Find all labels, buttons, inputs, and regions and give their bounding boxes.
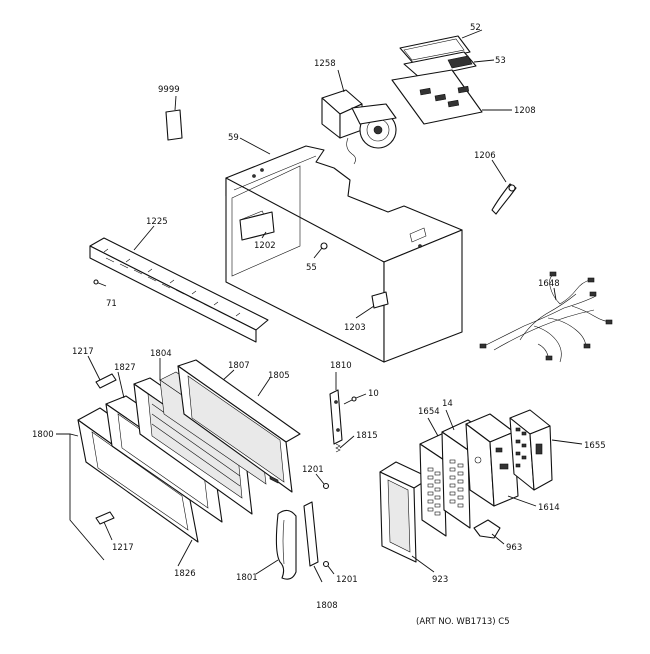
leader-1800-brace bbox=[69, 434, 105, 561]
leader-1217-bottom bbox=[103, 521, 113, 541]
leader-923 bbox=[411, 555, 435, 573]
callout-71: 71 bbox=[106, 299, 117, 309]
callout-53: 53 bbox=[495, 56, 506, 66]
leader-1206 bbox=[491, 159, 507, 183]
leader-1808 bbox=[313, 565, 323, 583]
leader-1258 bbox=[337, 69, 345, 93]
part-9999-label bbox=[165, 109, 183, 141]
leader-1654 bbox=[427, 417, 439, 437]
part-1808-handle-bracket bbox=[303, 501, 319, 567]
part-1225-vent-grille bbox=[89, 237, 269, 343]
callout-14: 14 bbox=[442, 399, 453, 409]
callout-1217-bottom: 1217 bbox=[112, 543, 134, 553]
leader-1805 bbox=[257, 377, 271, 397]
callout-1648: 1648 bbox=[538, 279, 560, 289]
leader-1800 bbox=[56, 433, 79, 437]
board-components bbox=[515, 427, 543, 468]
callout-1225: 1225 bbox=[146, 217, 168, 227]
part-1217-hinge-top bbox=[95, 373, 117, 389]
panel-buttons bbox=[449, 459, 464, 508]
callout-1801: 1801 bbox=[236, 573, 258, 583]
callout-1217-top: 1217 bbox=[72, 347, 94, 357]
part-1201-screw-top bbox=[322, 482, 330, 490]
leader-59 bbox=[239, 137, 271, 155]
callout-1208: 1208 bbox=[514, 106, 536, 116]
part-1805-door-frame bbox=[177, 359, 301, 493]
callout-1805: 1805 bbox=[268, 371, 290, 381]
leader-1225 bbox=[133, 225, 155, 251]
leader-1614 bbox=[507, 495, 537, 507]
callout-1804: 1804 bbox=[150, 349, 172, 359]
leader-1827 bbox=[117, 371, 125, 399]
callout-labels: 52 53 1258 1208 9999 59 1206 1225 1202 5… bbox=[32, 23, 606, 627]
leader-10 bbox=[355, 393, 367, 399]
part-52-cover-plate bbox=[399, 35, 471, 65]
callout-1655: 1655 bbox=[584, 441, 606, 451]
callout-59: 59 bbox=[228, 133, 239, 143]
leader-1648 bbox=[553, 287, 557, 301]
part-963-clip bbox=[473, 519, 501, 539]
part-1208-vent-plate bbox=[391, 69, 483, 125]
leader-1815 bbox=[339, 435, 355, 449]
keypad-keys bbox=[427, 467, 441, 516]
callout-1201-bottom: 1201 bbox=[336, 575, 358, 585]
callout-1202: 1202 bbox=[254, 241, 276, 251]
part-1655-circuit-board bbox=[509, 409, 553, 491]
callout-1827: 1827 bbox=[114, 363, 136, 373]
callout-1800: 1800 bbox=[32, 430, 54, 440]
leader-14 bbox=[445, 409, 455, 431]
part-1201-screw-bottom bbox=[322, 560, 330, 568]
part-53-plate bbox=[403, 51, 477, 79]
callout-10: 10 bbox=[368, 389, 379, 399]
callout-52: 52 bbox=[470, 23, 481, 33]
callout-1201-top: 1201 bbox=[302, 465, 324, 475]
callout-1258: 1258 bbox=[314, 59, 336, 69]
part-1801-handle bbox=[275, 509, 297, 580]
leader-1201-bottom bbox=[327, 565, 335, 575]
part-1810-latch bbox=[329, 389, 343, 445]
part-1815-spring bbox=[335, 443, 341, 453]
part-55-screw bbox=[320, 242, 328, 250]
callout-1206: 1206 bbox=[474, 151, 496, 161]
leader-1203 bbox=[355, 305, 375, 319]
leader-1801 bbox=[255, 559, 279, 575]
part-71-screw bbox=[93, 279, 107, 287]
leader-1655 bbox=[551, 439, 583, 445]
leader-55 bbox=[313, 247, 323, 259]
callout-1810: 1810 bbox=[330, 361, 352, 371]
callout-1614: 1614 bbox=[538, 503, 560, 513]
callout-1826: 1826 bbox=[174, 569, 196, 579]
callout-1808: 1808 bbox=[316, 601, 338, 611]
leader-1202 bbox=[261, 231, 267, 239]
art-number: (ART NO. WB1713) C5 bbox=[416, 617, 510, 627]
callout-1203: 1203 bbox=[344, 323, 366, 333]
callout-1807: 1807 bbox=[228, 361, 250, 371]
callout-963: 963 bbox=[506, 543, 522, 553]
leader-963 bbox=[491, 533, 505, 545]
callout-55: 55 bbox=[306, 263, 317, 273]
part-1203-bracket bbox=[371, 291, 389, 309]
leader-53 bbox=[473, 59, 495, 63]
leader-1217-top bbox=[87, 355, 101, 381]
leader-1201-top bbox=[315, 473, 325, 485]
callout-1654: 1654 bbox=[418, 407, 440, 417]
part-1614-control-board bbox=[465, 413, 519, 507]
callout-1815: 1815 bbox=[356, 431, 378, 441]
leader-52 bbox=[461, 29, 483, 39]
part-1258-fan-motor bbox=[321, 89, 397, 165]
part-1206-sensor bbox=[491, 183, 517, 215]
part-1217-hinge-bottom bbox=[95, 511, 115, 525]
leader-9999 bbox=[174, 95, 177, 111]
part-10-screw bbox=[343, 396, 357, 405]
leader-1826 bbox=[177, 539, 193, 567]
part-1648-wire-harness bbox=[479, 271, 613, 363]
callout-9999: 9999 bbox=[158, 85, 180, 95]
callout-923: 923 bbox=[432, 575, 448, 585]
